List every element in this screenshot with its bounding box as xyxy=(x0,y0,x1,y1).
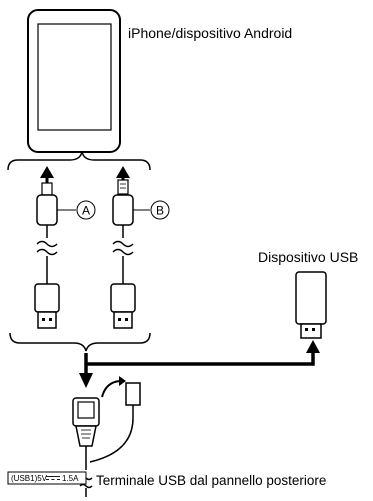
usb-current-label: 1.5A xyxy=(62,474,79,483)
terminal-label: Terminale USB dal pannello posteriore xyxy=(96,473,326,488)
usb-rating-label: (USB1)5V xyxy=(11,474,48,483)
curved-arrow-icon xyxy=(101,376,126,398)
dc-symbol-icon xyxy=(46,476,60,480)
arrow-icon-to-terminal xyxy=(79,353,93,388)
bottom-brace-icon xyxy=(9,332,151,352)
usb-a-plug-icon-terminal xyxy=(72,397,100,470)
usb-a-plug-icon-left xyxy=(34,283,60,329)
arrow-icon-to-usb-device xyxy=(86,340,320,366)
cable-break-icon-right xyxy=(112,240,134,284)
phone-label: iPhone/dispositivo Android xyxy=(128,25,292,41)
usb-device-label: Dispositivo USB xyxy=(258,249,358,265)
cable-break-icon-left xyxy=(36,240,58,284)
top-brace-icon xyxy=(7,151,151,171)
smartphone-icon xyxy=(27,9,121,153)
lightning-plug-icon xyxy=(112,179,134,238)
cable-b-label: B xyxy=(156,204,164,218)
usb-rating-tag: (USB1)5V 1.5A xyxy=(7,471,87,485)
usb-a-plug-icon-right xyxy=(110,283,136,329)
usb-flash-drive-icon xyxy=(295,271,327,339)
cable-a-label: A xyxy=(82,204,90,218)
micro-usb-plug-icon xyxy=(36,182,58,238)
cap-plug-icon xyxy=(89,382,141,463)
